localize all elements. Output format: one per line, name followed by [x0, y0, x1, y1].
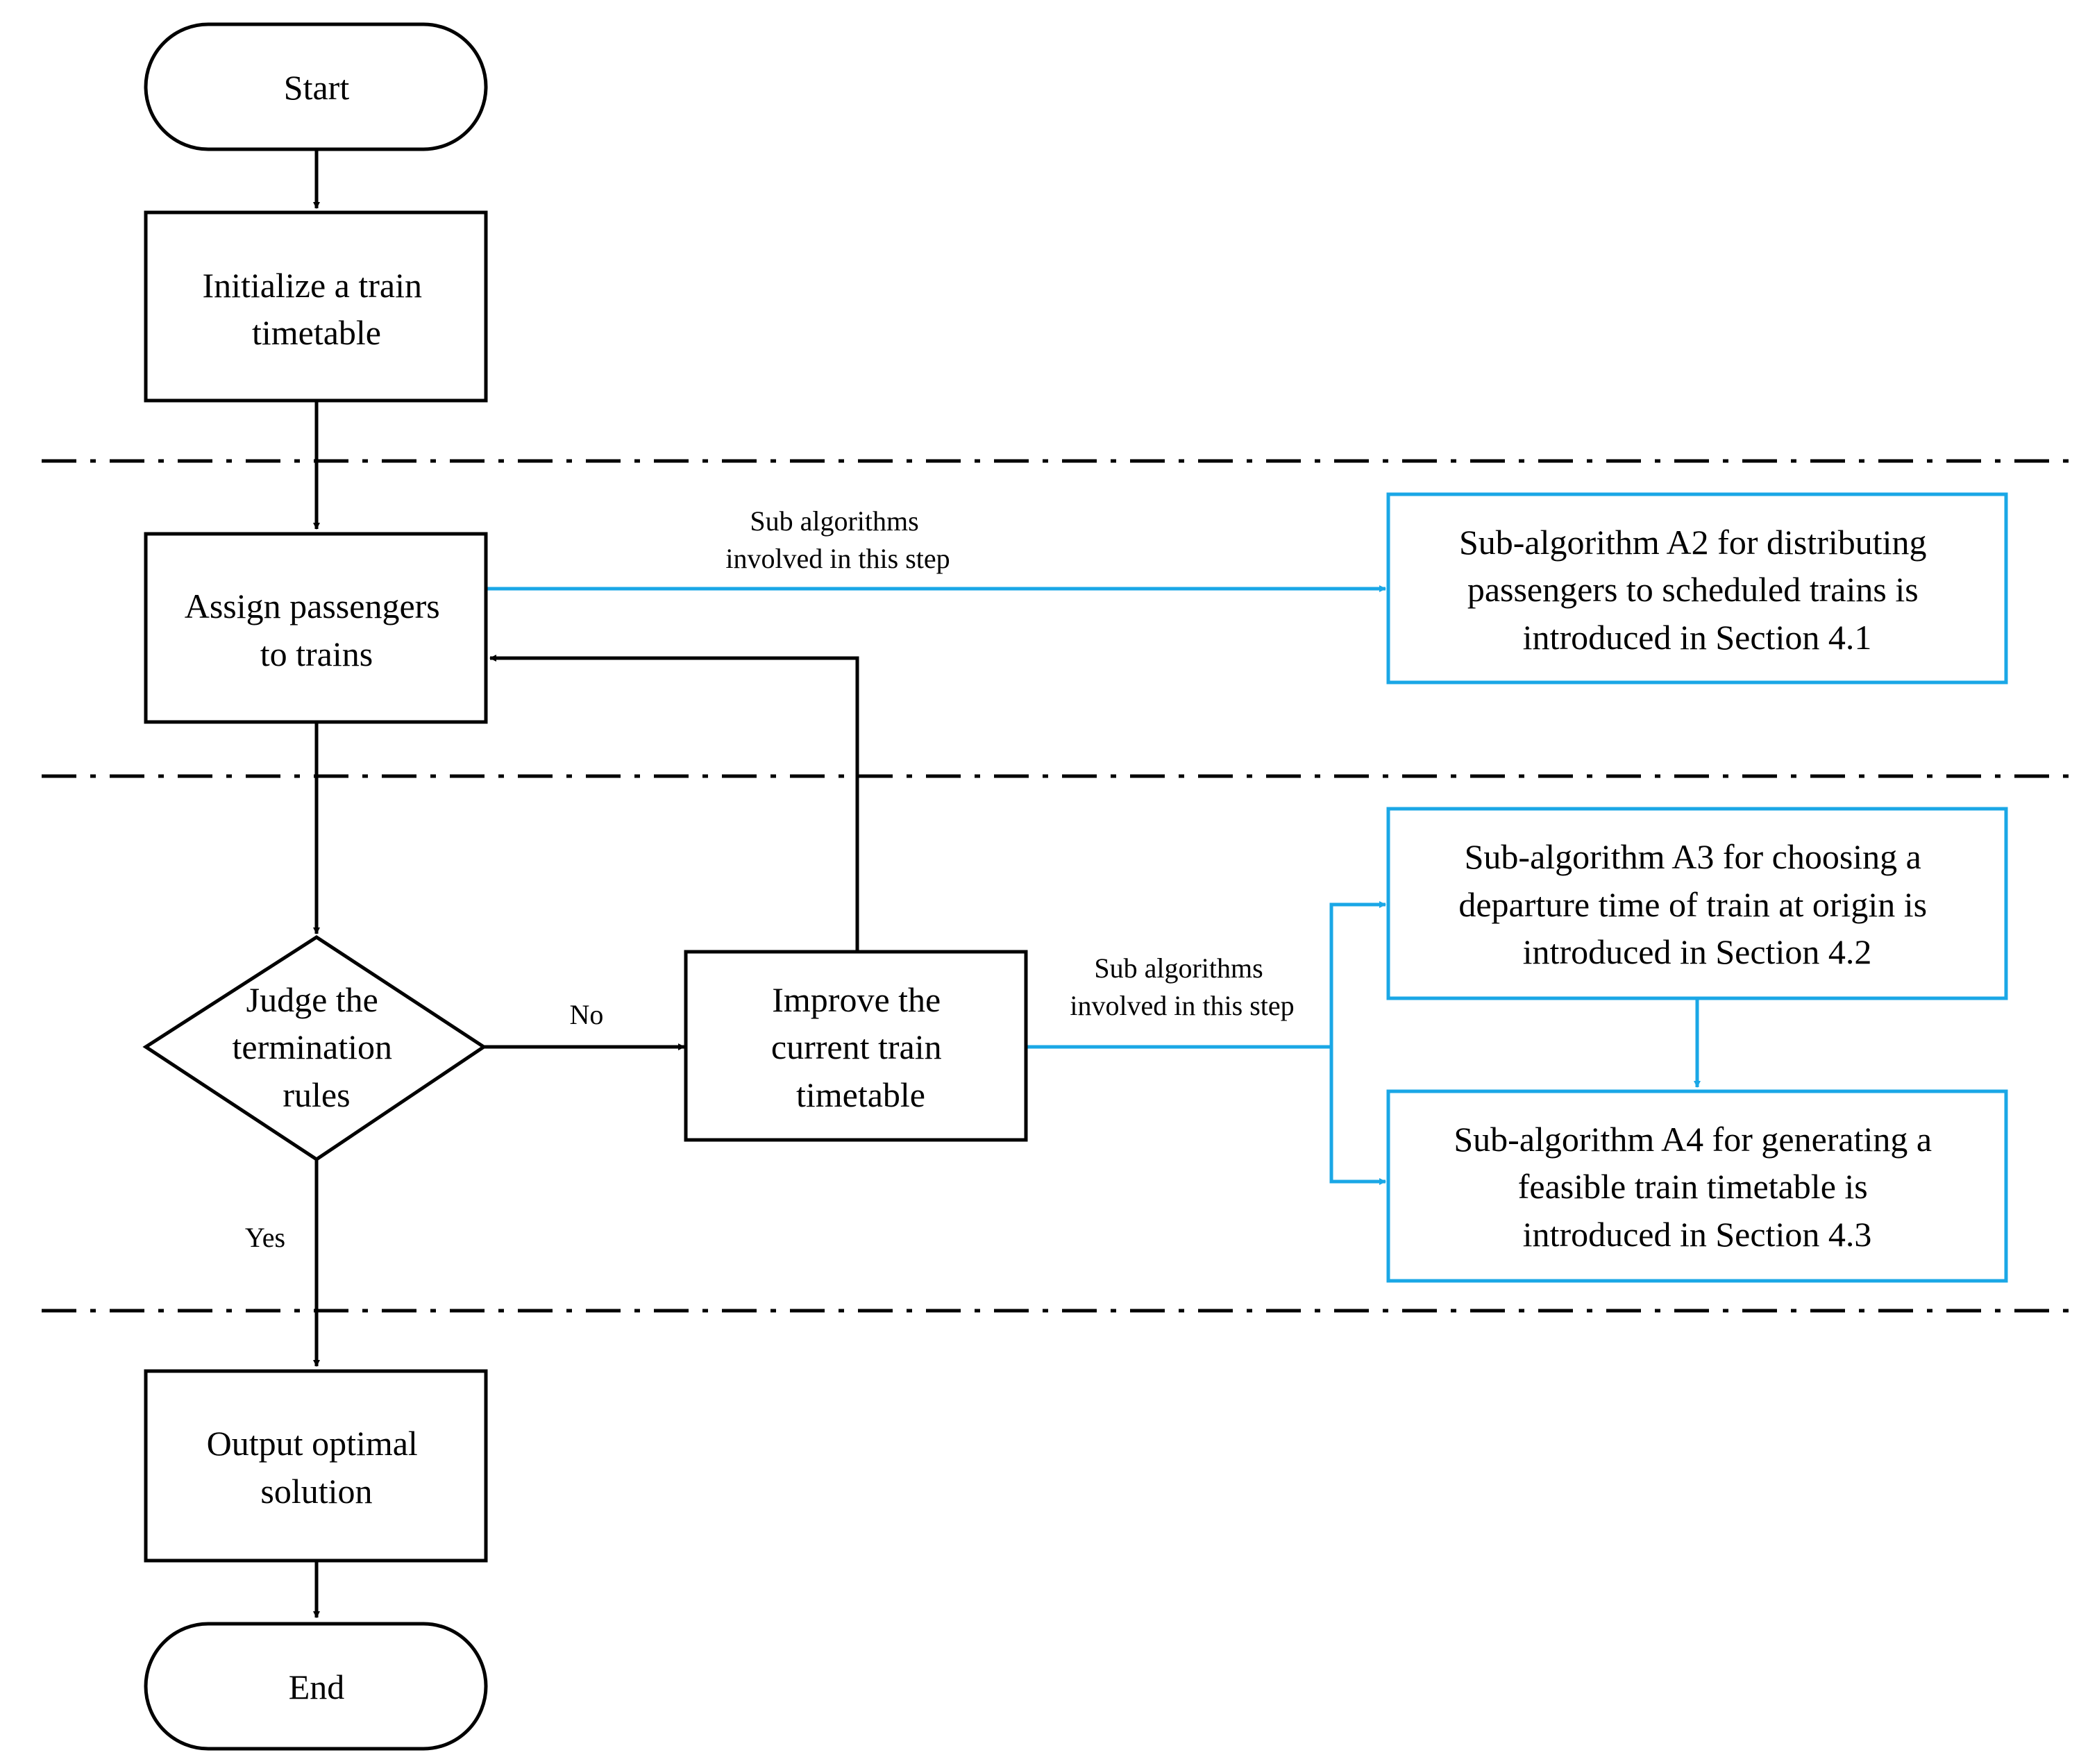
edge-branch-a4 [1329, 1047, 1386, 1185]
output-label: Output optimal solution [207, 1424, 427, 1511]
assign-label: Assign passengers to trains [185, 587, 449, 673]
output-solution-box [144, 1369, 488, 1563]
start-label: Start [284, 68, 350, 107]
improve-label: Improve the current train timetable [771, 980, 950, 1114]
end-label: End [289, 1668, 345, 1706]
edge-label-sub-algorithms-2: Sub algorithms involved in this step [1070, 952, 1294, 1021]
edge-label-sub-algorithms-1: Sub algorithms involved in this step [725, 505, 950, 574]
assign-passengers-box [144, 532, 488, 724]
sub-algorithm-a4-box [1386, 1089, 2008, 1283]
end-terminator [144, 1622, 488, 1751]
init-timetable-box [144, 210, 488, 403]
edge-branch-a3 [1329, 901, 1386, 1182]
sub-algorithm-a2-box [1386, 492, 2008, 684]
improve-timetable-box [684, 950, 1028, 1142]
sub-algorithm-a4-label: Sub-algorithm A4 for generating a feasib… [1454, 1120, 1940, 1254]
edge-label-yes: Yes [245, 1222, 285, 1253]
judge-label: Judge the termination rules [233, 980, 401, 1114]
init-label: Initialize a train timetable [202, 266, 430, 352]
start-terminator [144, 22, 488, 151]
edge-improve-assign [489, 655, 859, 952]
judge-termination-diamond [142, 935, 487, 1162]
sub-algorithm-a3-label: Sub-algorithm A3 for choosing a departur… [1458, 837, 1935, 971]
edge-label-no: No [570, 999, 604, 1030]
sub-algorithm-a3-box [1386, 807, 2008, 1000]
sub-algorithm-a2-label: Sub-algorithm A2 for distributing passen… [1459, 523, 1935, 657]
